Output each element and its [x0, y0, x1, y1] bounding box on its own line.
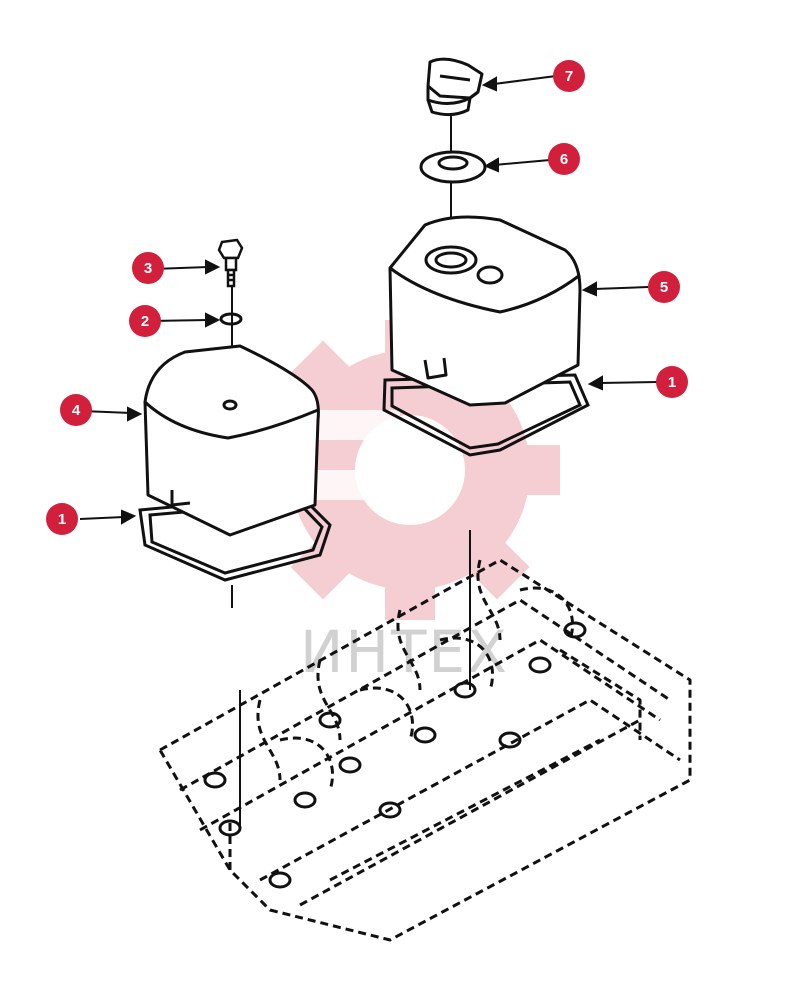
engine-head-bosses — [203, 621, 587, 889]
svg-text:2: 2 — [141, 313, 149, 330]
bolt — [217, 238, 244, 288]
callout-3: 3 — [132, 252, 164, 284]
svg-text:1: 1 — [668, 374, 676, 391]
cover-right — [388, 215, 582, 407]
washer — [419, 150, 487, 184]
gasket-right — [382, 373, 590, 457]
filler-cap — [426, 57, 484, 117]
svg-text:7: 7 — [565, 68, 573, 85]
o-ring — [219, 312, 243, 326]
callout-4: 4 — [60, 394, 92, 426]
callout-1-right: 1 — [656, 366, 688, 398]
leader-lines — [79, 75, 659, 525]
callout-1-left: 1 — [46, 503, 78, 535]
engine-head — [158, 558, 692, 942]
svg-text:5: 5 — [660, 279, 668, 296]
svg-text:6: 6 — [560, 151, 568, 168]
svg-text:1: 1 — [58, 511, 66, 528]
svg-text:3: 3 — [144, 260, 152, 277]
callout-6: 6 — [548, 143, 580, 175]
callout-2: 2 — [129, 305, 161, 337]
cover-left — [143, 344, 320, 537]
callout-5: 5 — [648, 271, 680, 303]
callout-7: 7 — [553, 60, 585, 92]
svg-text:4: 4 — [72, 402, 81, 419]
